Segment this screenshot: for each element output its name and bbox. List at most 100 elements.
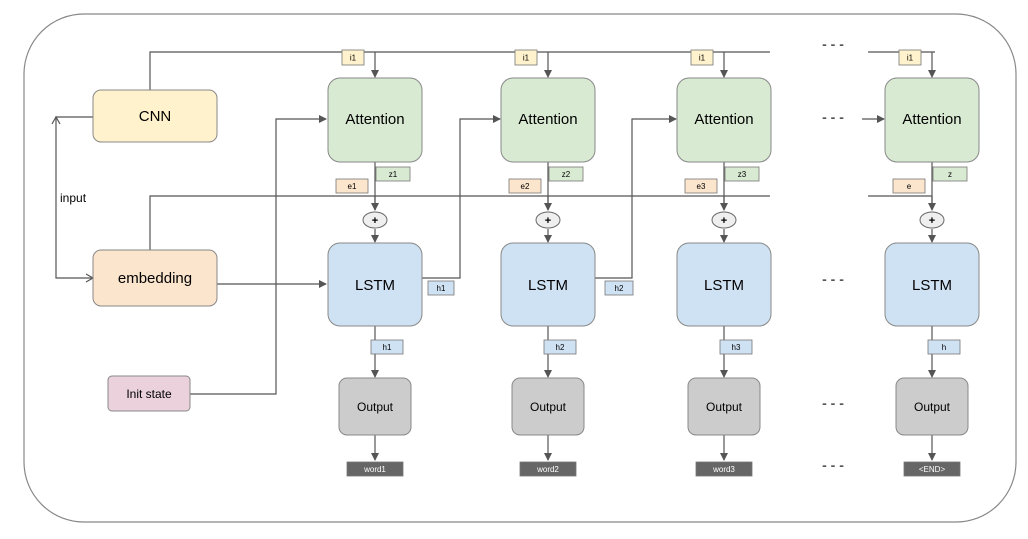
plus-sign: + xyxy=(929,215,935,227)
plus-sign: + xyxy=(372,215,378,227)
h-tag: h3 xyxy=(719,339,753,355)
lstm-box xyxy=(500,242,596,327)
h-tag-text: h2 xyxy=(556,343,565,352)
attention-label: Attention xyxy=(694,111,753,128)
h-side-tag: h2 xyxy=(604,280,634,296)
image-tag-text: i1 xyxy=(699,54,706,63)
init-to-attention-line xyxy=(190,115,327,395)
plus-sign: + xyxy=(545,215,551,227)
plus-sign: + xyxy=(721,215,727,227)
output-label: Output xyxy=(706,400,743,414)
word-tag-text: word1 xyxy=(363,465,386,474)
ellipsis-dashes: - - - xyxy=(822,271,844,287)
h1-recurrence-line xyxy=(422,115,501,279)
cnn-block: CNN xyxy=(92,89,218,143)
embedding-block: embedding xyxy=(92,249,218,307)
h-tag-text: h xyxy=(942,343,946,352)
plus-icon: + xyxy=(535,211,561,229)
lstm-label: LSTM xyxy=(912,277,952,294)
h-tag: h1 xyxy=(370,339,404,355)
ellipsis-dashes: - - - xyxy=(822,457,844,473)
word-tag: word3 xyxy=(695,461,753,477)
lstm-label: LSTM xyxy=(528,277,568,294)
z-tag-text: z3 xyxy=(738,170,747,179)
input-loop-line xyxy=(55,116,93,279)
attention-box xyxy=(884,77,980,163)
h-tag-text: h1 xyxy=(383,343,392,352)
h-tag-text: h3 xyxy=(732,343,741,352)
e-tag-text: e2 xyxy=(521,182,530,191)
plus-icon: + xyxy=(362,211,388,229)
word-tag: <END> xyxy=(903,461,961,477)
input-label: input xyxy=(60,191,87,205)
init-state-label: Init state xyxy=(126,387,172,401)
e-tag-text: e xyxy=(907,182,912,191)
z-tag-text: z2 xyxy=(562,170,571,179)
ellipsis-dashes: - - - xyxy=(822,109,844,125)
ellipsis-dashes: - - - xyxy=(822,36,844,52)
output-label: Output xyxy=(357,400,394,414)
h-side-tag-text: h2 xyxy=(615,284,624,293)
image-tag: i1 xyxy=(690,49,714,66)
cnn-label: CNN xyxy=(139,108,172,125)
word-tag-text: <END> xyxy=(919,465,946,474)
lstm-box xyxy=(327,242,423,327)
e-tag: e3 xyxy=(684,178,718,194)
embedding-label: embedding xyxy=(118,270,192,287)
attention-box xyxy=(500,77,596,163)
z-tag: z3 xyxy=(724,166,760,182)
e-tag: e xyxy=(892,178,926,194)
output-box xyxy=(895,377,969,436)
attention-label: Attention xyxy=(902,111,961,128)
z-tag: z2 xyxy=(548,166,584,182)
h-side-tag: h1 xyxy=(427,280,455,296)
e-tag-text: e3 xyxy=(697,182,706,191)
lstm-box xyxy=(676,242,772,327)
word-tag-text: word3 xyxy=(712,465,735,474)
e-tag: e2 xyxy=(508,178,542,194)
init-state-block: Init state xyxy=(107,375,191,412)
word-tag: word2 xyxy=(519,461,577,477)
connectors: h1 h2 xyxy=(51,51,935,395)
image-tag: i1 xyxy=(341,49,365,66)
z-tag-text: z1 xyxy=(389,170,398,179)
e-tag-text: e1 xyxy=(348,182,357,191)
ellipsis-group: - - - - - - - - - - - - - - - xyxy=(822,36,885,473)
h-tag: h2 xyxy=(543,339,577,355)
image-tag-text: i1 xyxy=(350,54,357,63)
z-tag: z1 xyxy=(375,166,411,182)
image-tag-text: i1 xyxy=(523,54,530,63)
embedding-feature-line xyxy=(149,195,770,250)
word-tag-text: word2 xyxy=(536,465,559,474)
plus-icon: + xyxy=(919,211,945,229)
input-arrow-up xyxy=(51,115,61,125)
output-box xyxy=(687,377,761,436)
image-tag: i1 xyxy=(514,49,538,66)
image-tag: i1 xyxy=(898,49,922,66)
e-tag: e1 xyxy=(335,178,369,194)
cnn-feature-line xyxy=(149,51,770,90)
attention-box xyxy=(327,77,423,163)
output-label: Output xyxy=(914,400,951,414)
h-side-tag-text: h1 xyxy=(437,284,446,293)
output-box xyxy=(511,377,585,436)
attention-label: Attention xyxy=(345,111,404,128)
attention-box xyxy=(676,77,772,163)
z-tag: z xyxy=(932,166,968,182)
h2-recurrence-line xyxy=(595,115,677,279)
plus-icon: + xyxy=(711,211,737,229)
lstm-box xyxy=(884,242,980,327)
output-label: Output xyxy=(530,400,567,414)
attention-label: Attention xyxy=(518,111,577,128)
ellipsis-dashes: - - - xyxy=(822,395,844,411)
word-tag: word1 xyxy=(346,461,404,477)
image-tag-text: i1 xyxy=(907,54,914,63)
h-tag: h xyxy=(927,339,961,355)
z-tag-text: z xyxy=(948,170,952,179)
